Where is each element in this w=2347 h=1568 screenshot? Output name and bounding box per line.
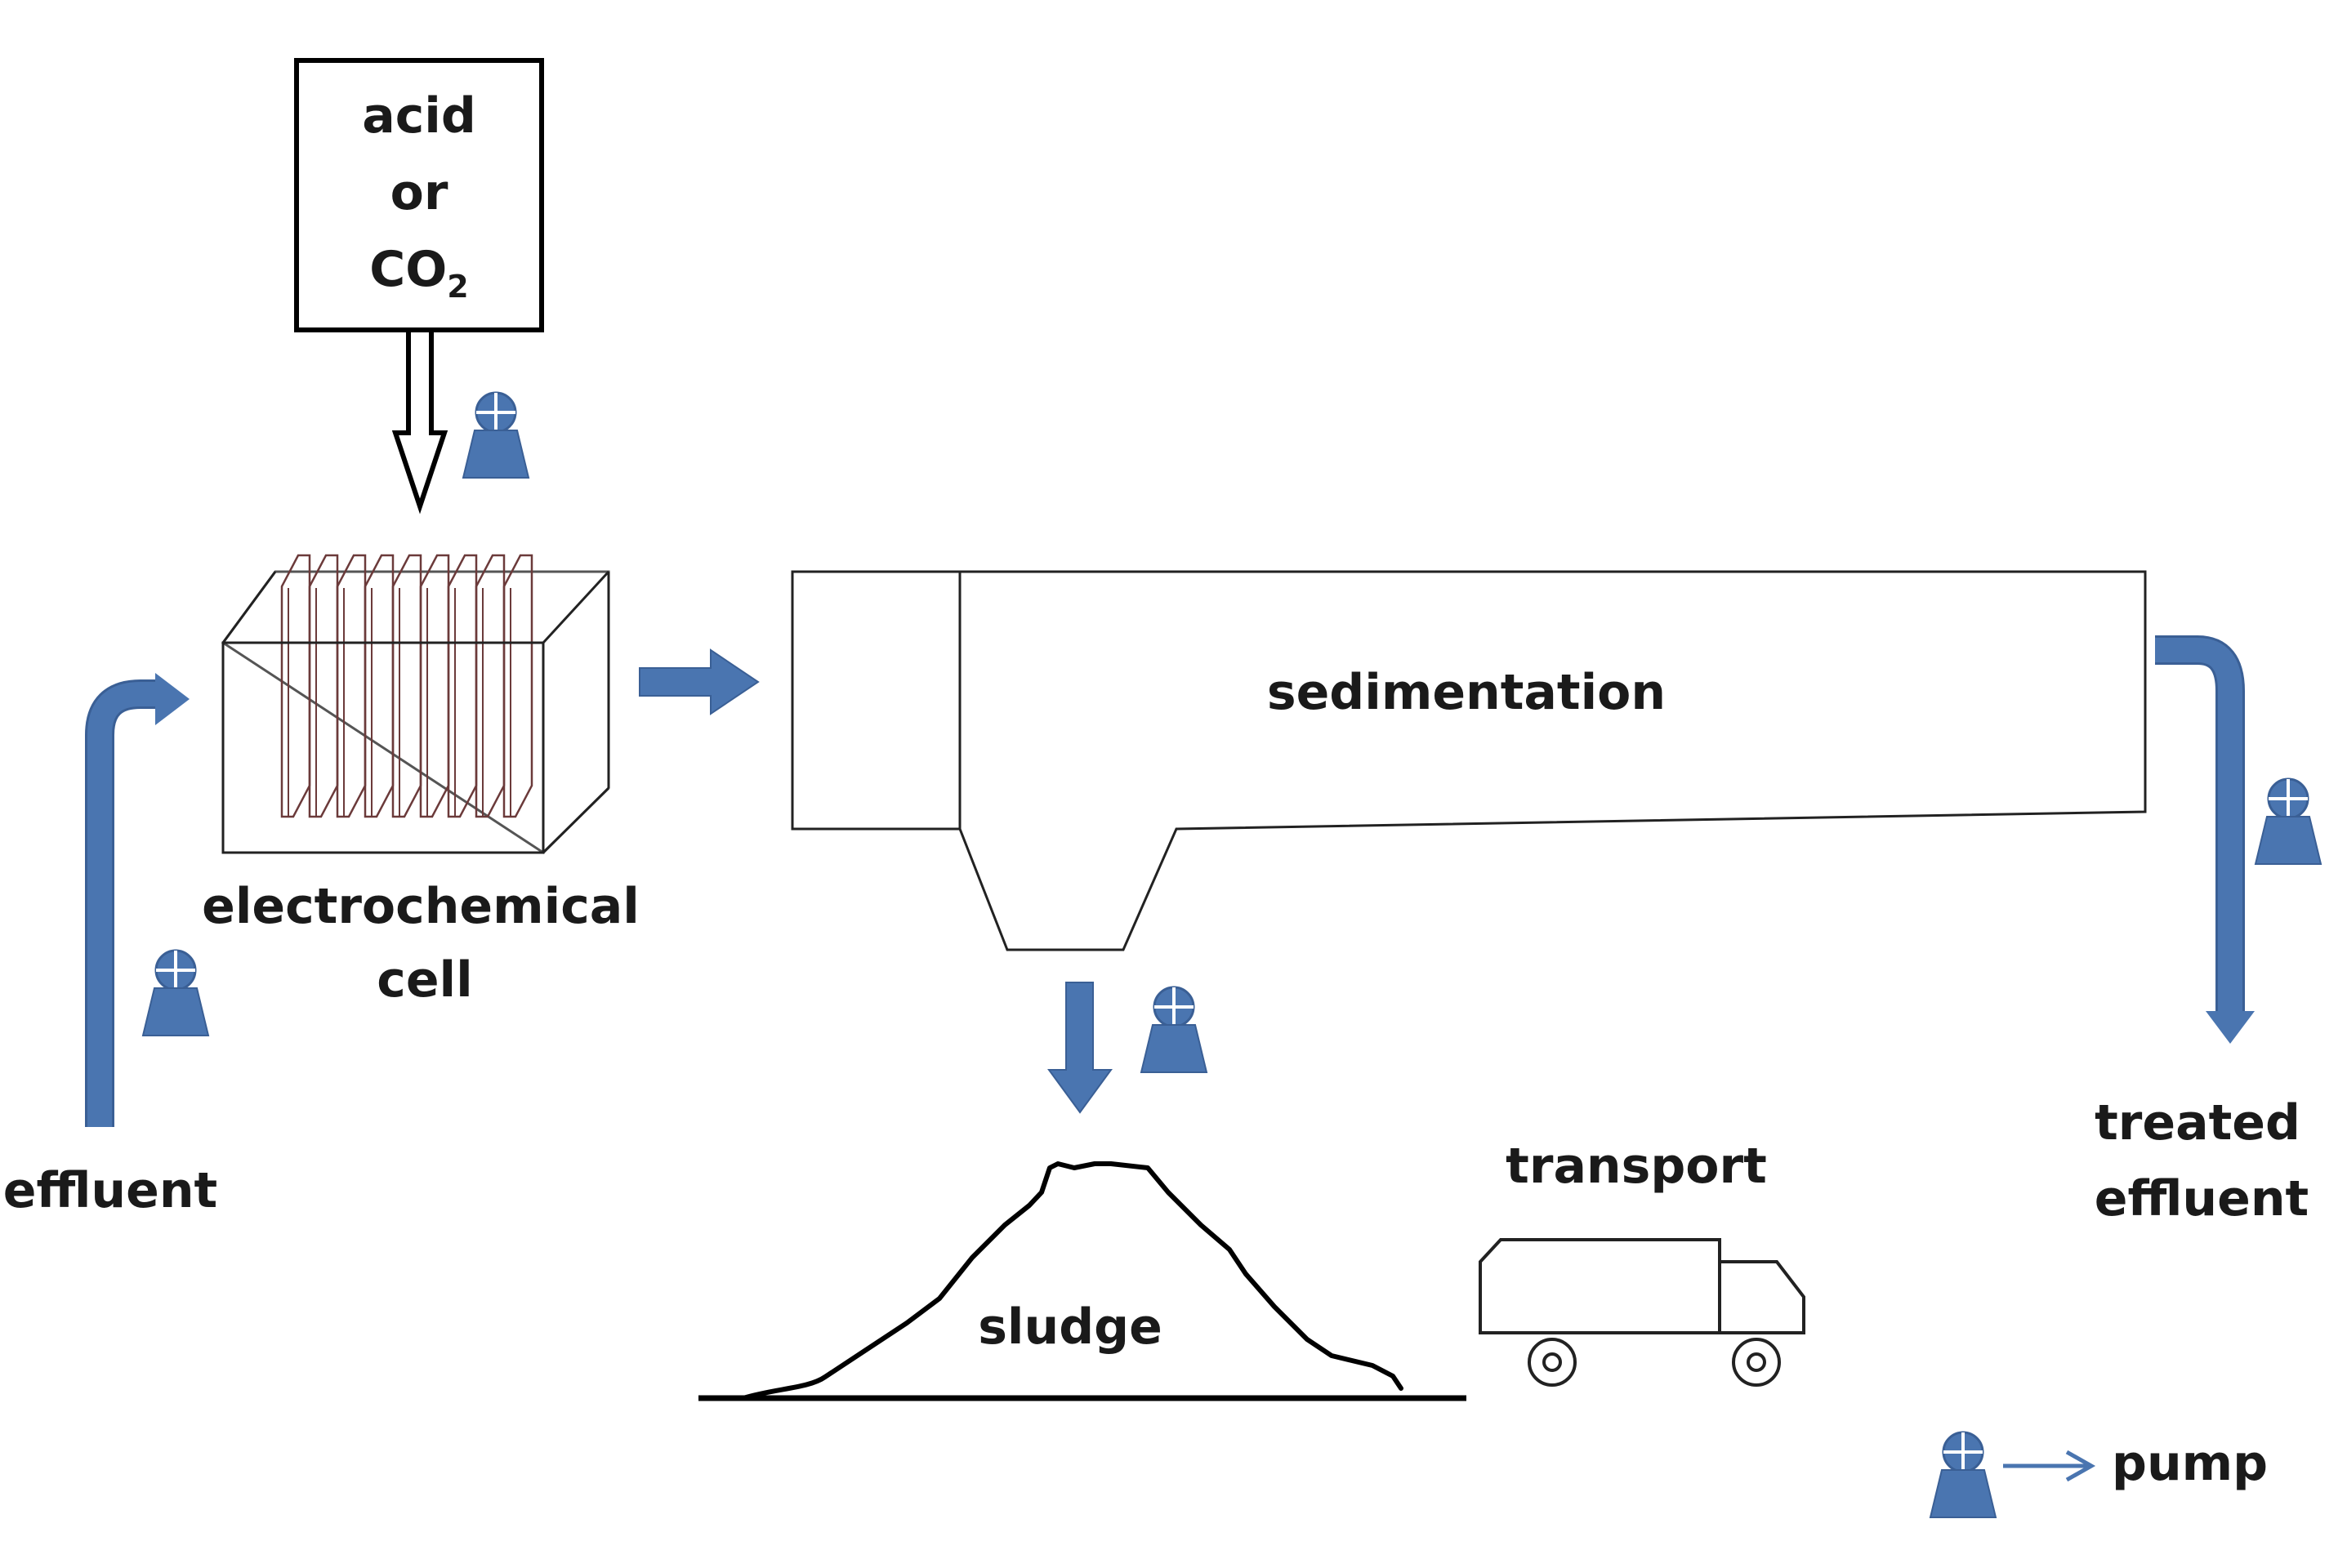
treated-label: treated (2095, 1094, 2300, 1152)
cell-label: electrochemical (202, 878, 640, 935)
sludge-arrow-icon (1047, 982, 1113, 1114)
treated-outlet-pipe (2155, 635, 2255, 1044)
pump-icon (1929, 1431, 1997, 1519)
effluent-label: effluent (3, 1162, 217, 1219)
legend-arrow-icon (2065, 1450, 2096, 1482)
treated-label-2: effluent (2095, 1170, 2309, 1227)
electrode-plate (502, 554, 533, 818)
acid-label: acid (362, 87, 476, 145)
acid-co2-dosing: acid or CO2 (294, 58, 544, 514)
electrode-plate (280, 554, 311, 818)
electrode-plate (308, 554, 339, 818)
effluent-inlet-pipe (85, 673, 190, 1127)
sedimentation-tank (791, 570, 2147, 951)
legend-pump-label: pump (2112, 1435, 2268, 1492)
sedimentation-label: sedimentation (1267, 664, 1666, 721)
electrode-plate (336, 554, 367, 818)
truck-icon (1479, 1238, 1805, 1387)
flow-arrow-icon (639, 648, 760, 715)
sludge-pile (698, 1161, 1466, 1401)
electrode-plate (447, 554, 478, 818)
electrochemical-cell (221, 554, 610, 854)
transport-label: transport (1506, 1138, 1767, 1195)
pump-icon (141, 949, 210, 1037)
electrode-plates (280, 554, 533, 818)
electrode-plate (364, 554, 395, 818)
inlet-arrow-icon (155, 673, 190, 725)
outlet-arrow-icon (2206, 1011, 2255, 1044)
cell-label-2: cell (377, 951, 472, 1009)
dosing-arrow-icon (391, 327, 448, 514)
pump-icon (1140, 986, 1208, 1074)
electrode-plate (475, 554, 506, 818)
electrode-plate (391, 554, 422, 818)
pump-icon (2254, 777, 2322, 866)
legend: pump (2003, 1435, 2268, 1492)
co2-label: CO2 (369, 241, 469, 305)
or-label: or (390, 164, 448, 221)
electrode-plate (419, 554, 450, 818)
sludge-label: sludge (978, 1298, 1162, 1356)
pump-icon (462, 391, 530, 479)
acid-co2-box (294, 58, 544, 332)
